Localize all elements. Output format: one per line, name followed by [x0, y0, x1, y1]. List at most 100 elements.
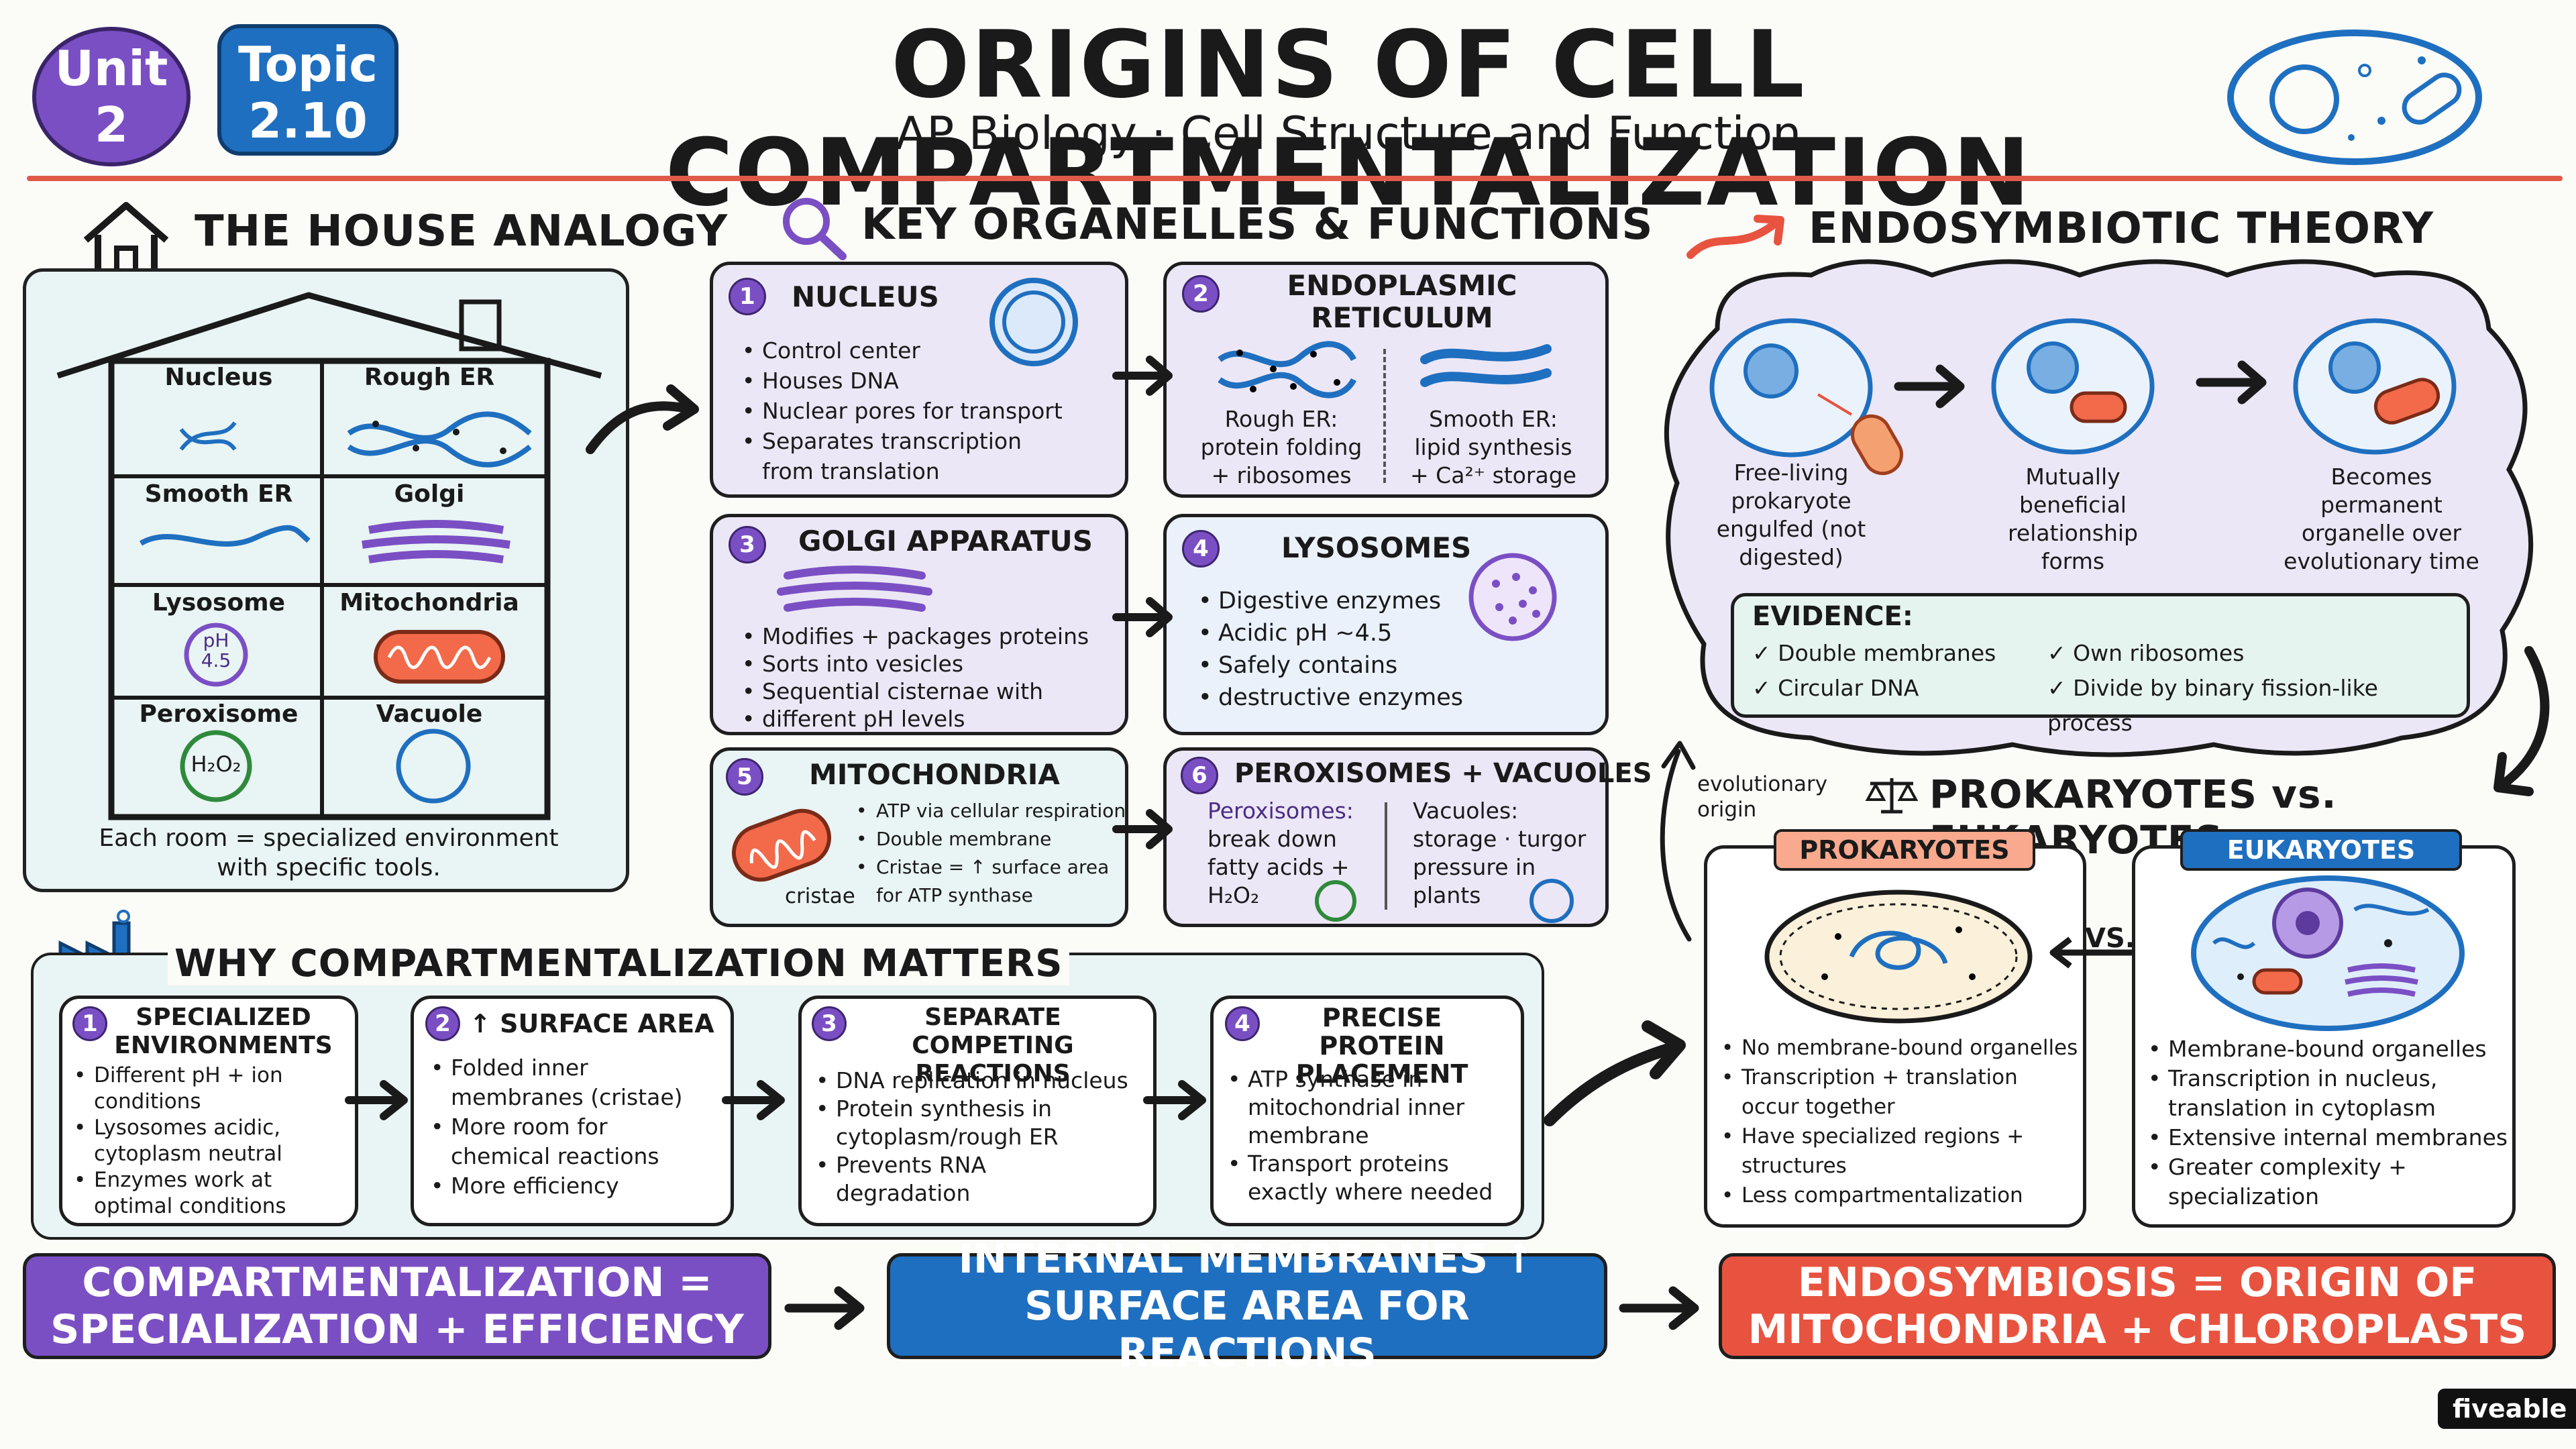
endo-step1-text: Free-living prokaryote engulfed (not dig… — [1716, 460, 1866, 570]
room-lysosome: Lysosome — [152, 589, 286, 616]
scale-icon — [1865, 778, 1919, 814]
unit-label: Unit — [54, 40, 168, 97]
house-caption: Each room = specialized environment with… — [99, 824, 559, 881]
nucleus-heading: NUCLEUS — [792, 280, 939, 313]
header-divider — [27, 176, 2563, 181]
mitochondria-list: ATP via cellular respiration Double memb… — [852, 797, 1126, 910]
smooth-er-icon — [1420, 344, 1552, 387]
arrow-why-3 — [1143, 1080, 1206, 1120]
arrow-endo-down — [2493, 646, 2550, 796]
golgi-number: 3 — [729, 526, 766, 564]
room-vacuole: Vacuole — [376, 700, 483, 728]
arrow-why-1 — [345, 1080, 408, 1120]
room-peroxisome: Peroxisome — [139, 700, 299, 728]
lysosomes-heading: LYSOSOMES — [1281, 531, 1472, 564]
nucleus-number: 1 — [729, 278, 766, 315]
why-1-number: 1 — [72, 1006, 107, 1041]
page-subtitle: AP Biology · Cell Structure and Function — [895, 107, 1802, 160]
prokaryote-cell-icon — [1764, 890, 2033, 1024]
arrow-golgi-lysosomes — [1112, 597, 1173, 637]
room-golgi: Golgi — [394, 480, 465, 508]
unit-number: 2 — [94, 97, 129, 153]
eukaryotes-list: Membrane-bound organelles Transcription … — [2144, 1034, 2508, 1212]
vacuole-icon — [1529, 879, 1574, 923]
smooth-er-text: Smooth ER: lipid synthesis + Ca²⁺ storag… — [1410, 406, 1576, 488]
er-heading: ENDOPLASMIC RETICULUM — [1287, 269, 1517, 334]
cell-step3-icon — [2293, 318, 2457, 455]
why-1-list: Different pH + ion conditions Lysosomes … — [70, 1063, 286, 1220]
mitochondria-icon — [731, 808, 832, 882]
room-mitochondria: Mitochondria — [339, 589, 519, 616]
eukaryotes-label: EUKARYOTES — [2180, 829, 2462, 871]
why-4-list: ATP synthase in mitochondrial inner memb… — [1224, 1065, 1493, 1206]
why-2-heading: ↑ SURFACE AREA — [470, 1009, 714, 1038]
arrow-endo-2 — [2196, 360, 2267, 405]
why-4-number: 4 — [1225, 1006, 1260, 1041]
topic-number: 2.10 — [248, 93, 368, 149]
arrow-nucleus-er — [1112, 356, 1173, 396]
evo-arrow — [1660, 741, 1696, 942]
arrow-banner-1 — [784, 1286, 865, 1330]
arrow-mito-perox — [1112, 809, 1173, 849]
golgi-icon — [777, 566, 932, 612]
cell-logo-icon — [2227, 30, 2482, 165]
arrow-banner-2 — [1619, 1286, 1699, 1330]
page-title: ORIGINS OF CELL COMPARTMENTALIZATION — [665, 11, 2032, 227]
why-1-heading: SPECIALIZED ENVIRONMENTS — [114, 1004, 333, 1059]
rough-er-text: Rough ER: protein folding + ribosomes — [1200, 406, 1362, 488]
organelles-section-title: KEY ORGANELLES & FUNCTIONS — [861, 200, 1654, 250]
arrow-why-2 — [722, 1080, 785, 1120]
lysosomes-list: Digestive enzymes Acidic pH ~4.5 Safely … — [1194, 585, 1463, 714]
arrow-endo-1 — [1894, 364, 1965, 409]
magnifier-icon — [783, 198, 847, 260]
er-divider — [1383, 349, 1386, 483]
evo-origin-label: evolutionary origin — [1697, 772, 1828, 822]
endo-section-title: ENDOSYMBIOTIC THEORY — [1809, 204, 2434, 254]
lysosomes-number: 4 — [1182, 530, 1220, 568]
lysosome-ph-label: pH 4.5 — [201, 629, 231, 672]
eukaryote-cell-icon — [2191, 875, 2465, 1031]
rough-er-icon — [1218, 341, 1357, 398]
cell-step1-icon — [1709, 318, 1903, 476]
lysosome-icon — [1468, 553, 1557, 641]
prokaryotes-list: No membrane-bound organelles Transcripti… — [1717, 1033, 2078, 1210]
peroxisome-chem-label: H₂O₂ — [191, 751, 241, 777]
mitochondria-number: 5 — [726, 758, 763, 796]
evidence-box — [1731, 593, 2470, 718]
peroxisome-icon — [1315, 880, 1356, 922]
why-3-list: DNA replication in nucleus Protein synth… — [812, 1067, 1128, 1208]
endo-step3-text: Becomes permanent organelle over evoluti… — [2284, 464, 2479, 574]
room-rough-er: Rough ER — [364, 364, 495, 391]
er-number: 2 — [1182, 275, 1220, 313]
why-3-number: 3 — [812, 1006, 847, 1041]
evidence-title: EVIDENCE: — [1752, 601, 1913, 632]
vs-label: VS. — [2085, 923, 2135, 954]
prokaryotes-label: PROKARYOTES — [1774, 829, 2035, 871]
trend-arrow-icon — [1686, 215, 1784, 259]
endo-step2-text: Mutually beneficial relationship forms — [2008, 464, 2138, 574]
banner-internal-membranes: INTERNAL MEMBRANES ↑SURFACE AREA FOR REA… — [887, 1236, 1607, 1377]
why-2-list: Folded inner membranes (cristae) More ro… — [427, 1053, 683, 1201]
why-card-4 — [1210, 996, 1524, 1226]
vacuole-text: Vacuoles: storage · turgor pressure in p… — [1413, 798, 1587, 908]
cristae-label: cristae — [785, 884, 855, 908]
nucleus-list: Control center Houses DNA Nuclear pores … — [738, 335, 1063, 486]
why-section-title: WHY COMPARTMENTALIZATION MATTERS — [168, 942, 1070, 985]
why-2-number: 2 — [425, 1006, 460, 1041]
house-drawing — [56, 292, 602, 820]
perox-divider — [1385, 802, 1387, 910]
cell-step2-icon — [1991, 318, 2155, 455]
flow-arrow-house — [586, 384, 699, 454]
golgi-heading: GOLGI APPARATUS — [798, 525, 1093, 557]
golgi-list: Modifies + packages proteins Sorts into … — [738, 623, 1089, 733]
house-panel — [23, 268, 629, 892]
peroxisome-text: Peroxisomes: break down fatty acids + H₂… — [1208, 798, 1354, 908]
room-nucleus: Nucleus — [164, 364, 273, 391]
banner-specialization: COMPARTMENTALIZATION =SPECIALIZATION + E… — [23, 1253, 771, 1359]
topic-label: Topic — [238, 36, 378, 93]
room-smooth-er: Smooth ER — [144, 480, 293, 508]
fiveable-logo: fiveable — [2438, 1389, 2576, 1429]
peroxisomes-number: 6 — [1181, 757, 1218, 794]
peroxisomes-heading: PEROXISOMES + VACUOLES — [1234, 758, 1652, 789]
